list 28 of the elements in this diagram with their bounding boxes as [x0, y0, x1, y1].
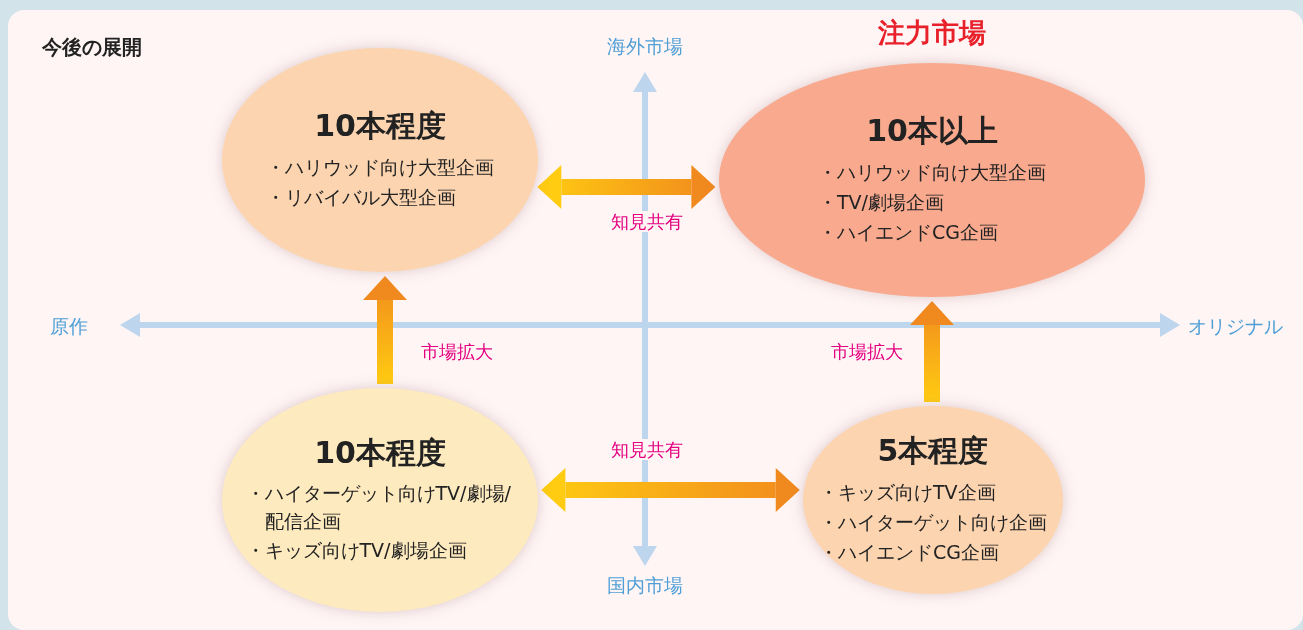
- axis-label: オリジナル: [1188, 314, 1283, 339]
- title: 今後の展開: [42, 34, 142, 61]
- count-heading: 5本程度: [877, 433, 989, 469]
- bullet-item: ・リバイバル大型企画: [266, 185, 456, 210]
- thick-arrow: [537, 165, 716, 209]
- count-heading: 10本以上: [866, 113, 998, 149]
- thick-arrow: [363, 275, 407, 385]
- bullet-item: ・ハイターゲット向けTV/劇場/配信企画: [245, 481, 512, 534]
- bullet-item: ・ハイターゲット向け企画: [819, 510, 1047, 535]
- count-heading: 10本程度: [314, 108, 446, 144]
- axis-label: 国内市場: [606, 573, 684, 598]
- axis-label: 海外市場: [606, 34, 684, 59]
- bullet-item: ・TV/劇場企画: [818, 190, 944, 215]
- bullet-item: ・ハリウッド向け大型企画: [818, 160, 1046, 185]
- thick-arrow: [910, 301, 954, 402]
- edge-label: 知見共有: [610, 438, 684, 462]
- edge-label: 市場拡大: [830, 340, 904, 364]
- count-heading: 10本程度: [314, 435, 446, 471]
- bullet-item: ・ハイエンドCG企画: [819, 540, 999, 565]
- bullet-item: ・キッズ向けTV企画: [819, 480, 996, 505]
- axis-label: 原作: [50, 314, 88, 339]
- edge-label: 知見共有: [610, 210, 684, 234]
- heading: 注力市場: [877, 16, 987, 50]
- bullet-item: ・ハイエンドCG企画: [818, 220, 998, 245]
- bullet-item: ・ハリウッド向け大型企画: [266, 155, 494, 180]
- thick-arrow: [541, 468, 800, 512]
- edge-label: 市場拡大: [420, 340, 494, 364]
- bullet-item: ・キッズ向けTV/劇場企画: [245, 538, 467, 563]
